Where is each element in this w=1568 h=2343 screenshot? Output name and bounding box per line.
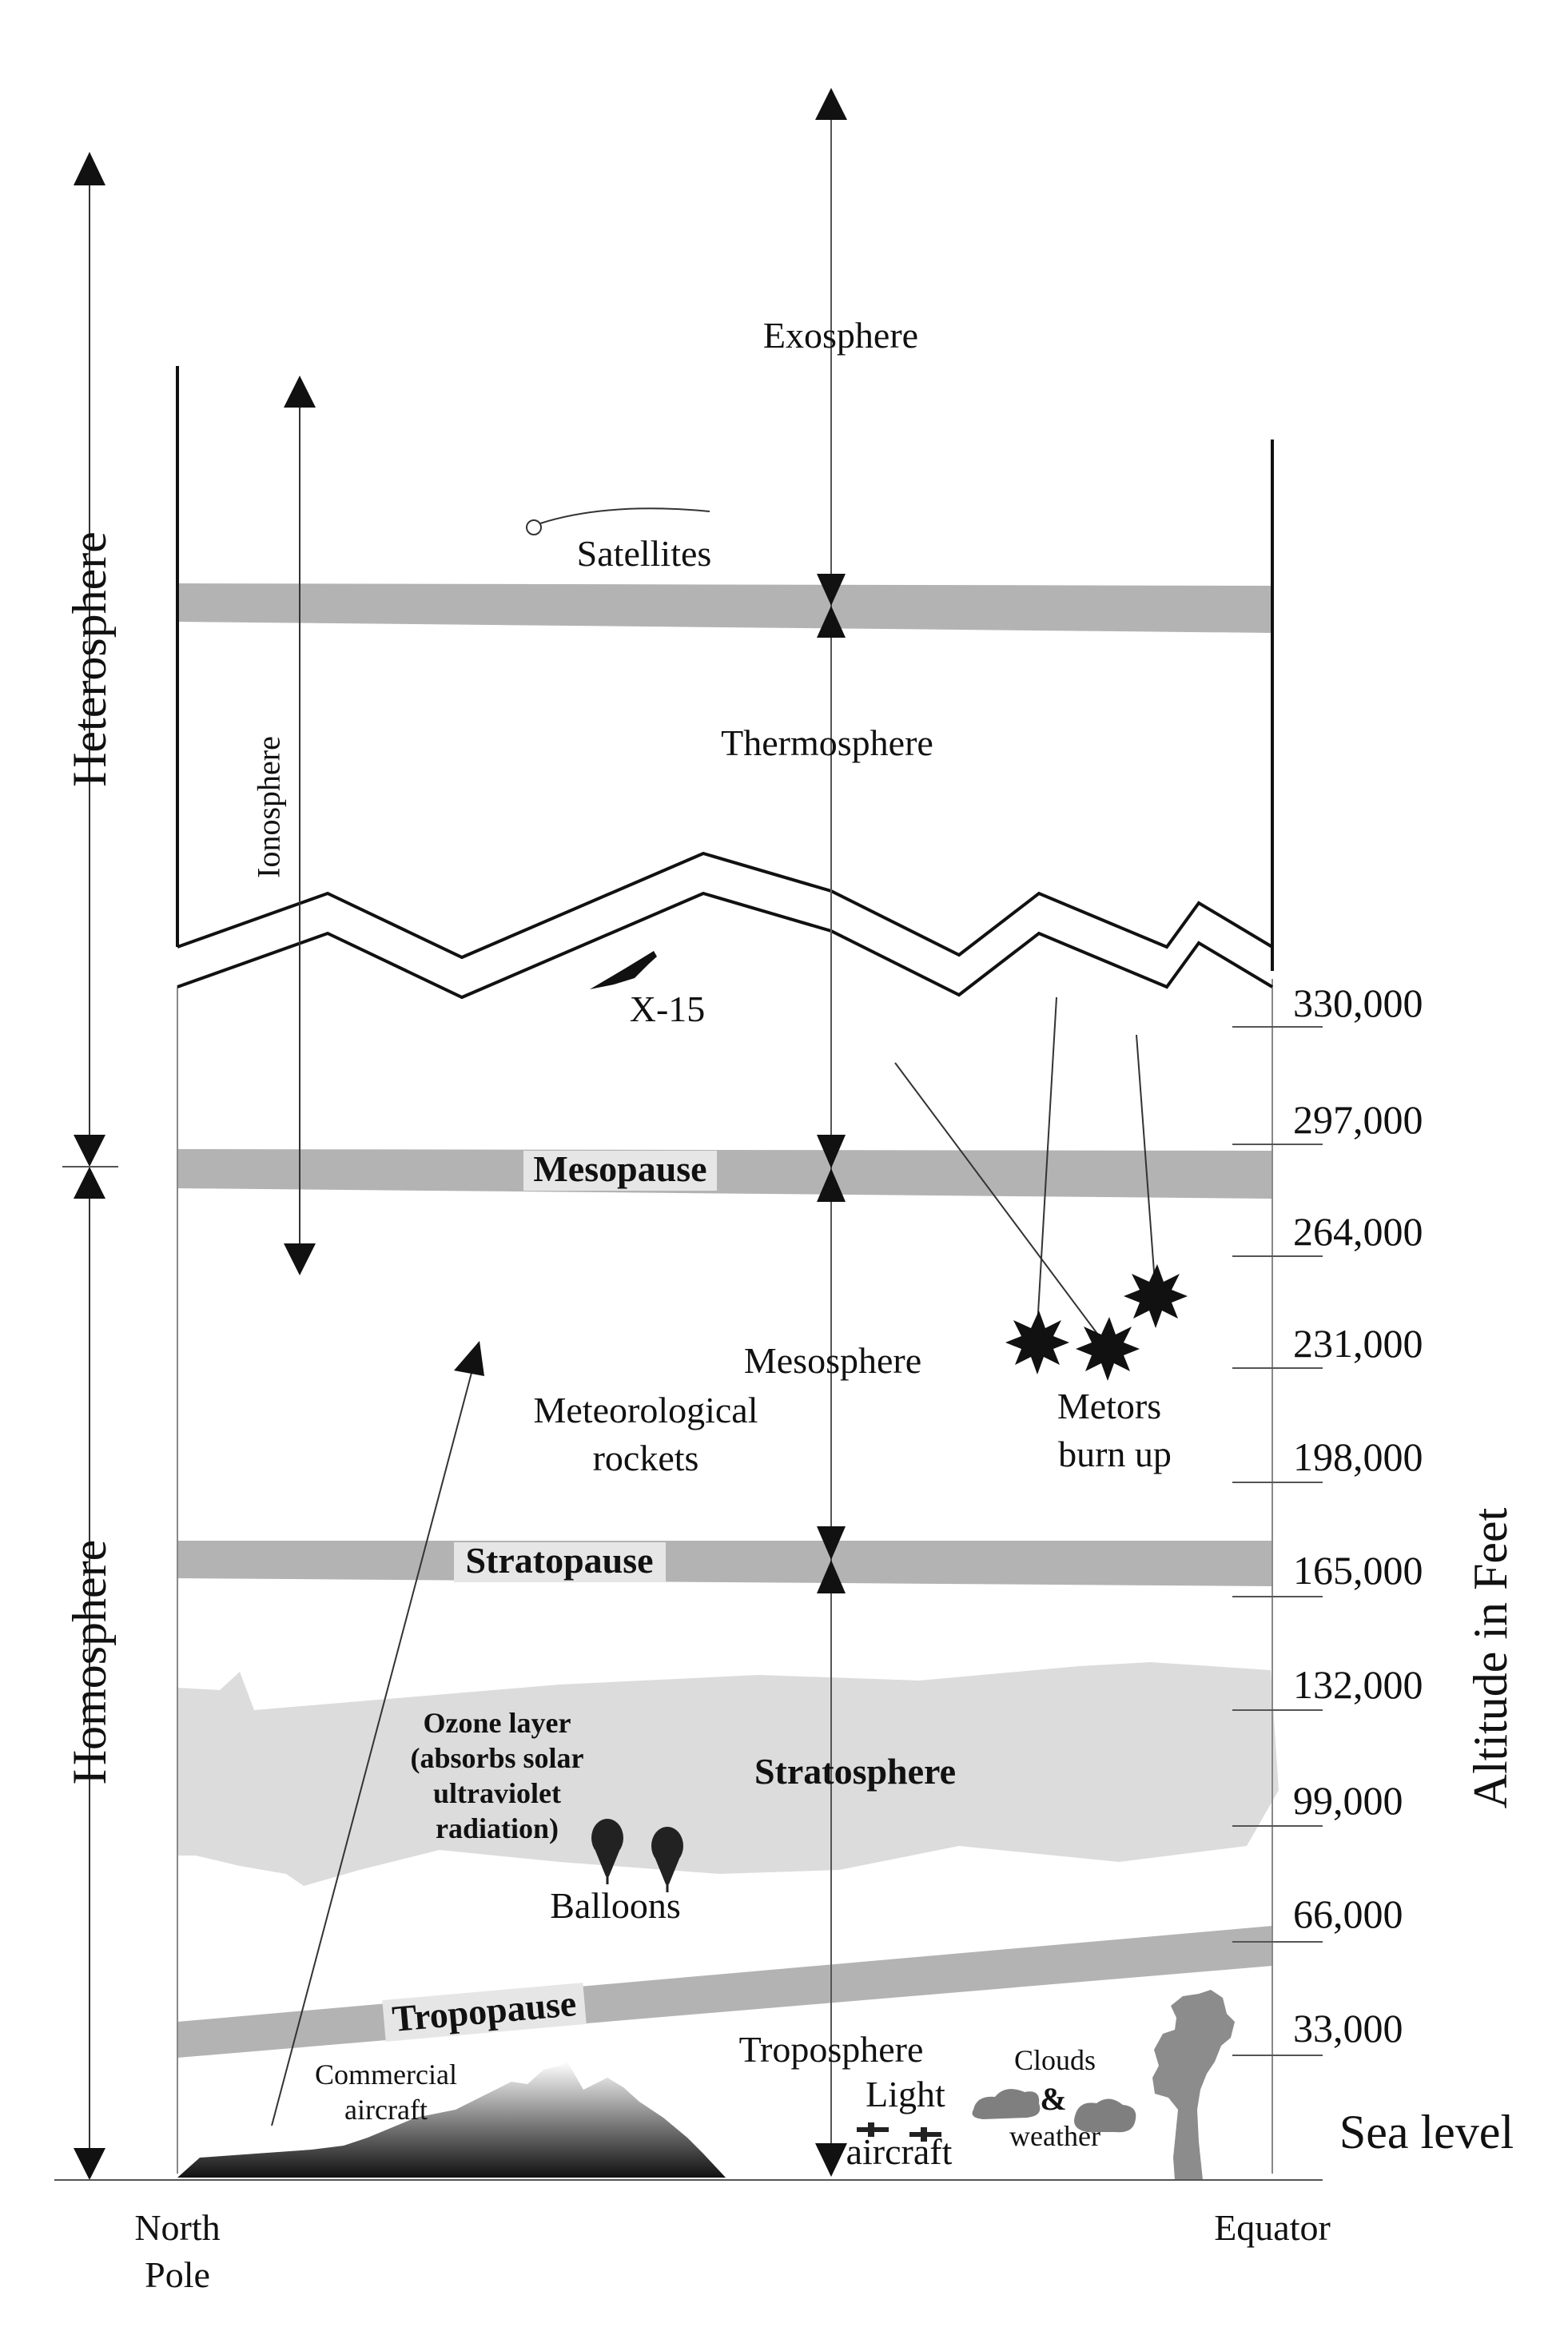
tropopause-label: Tropopause xyxy=(391,1983,578,2039)
stratopause-down-icon xyxy=(817,1526,846,1560)
heterosphere-arrow-down-icon xyxy=(74,1135,105,1167)
meteor-burst-icon-1 xyxy=(1005,1311,1069,1374)
meteor-burst-icon-3 xyxy=(1124,1264,1188,1328)
thermosphere-label: Thermosphere xyxy=(721,722,933,763)
ionosphere-arrow-down-icon xyxy=(284,1243,316,1275)
altitude-tick-label: 198,000 xyxy=(1293,1434,1423,1479)
light-aircraft-label-line2: aircraft xyxy=(846,2131,953,2172)
mesopause-label-bg xyxy=(523,1151,717,1191)
homosphere-label: Homosphere xyxy=(63,1540,116,1785)
meteorological-rockets-label-line1: Meteorological xyxy=(533,1390,758,1430)
sea-level-label: Sea level xyxy=(1339,2106,1514,2158)
light-aircraft-label-line1: Light xyxy=(866,2074,945,2114)
altitude-tick-lines xyxy=(1232,1026,1323,2056)
rocket-trajectory-line xyxy=(271,1372,472,2126)
altitude-tick-label: 66,000 xyxy=(1293,1892,1403,1936)
commercial-aircraft-label-line1: Commercial xyxy=(315,2059,457,2090)
north-pole-label-line2: Pole xyxy=(145,2254,210,2295)
homosphere-arrow-down-icon xyxy=(74,2148,105,2180)
balloon-icon-1 xyxy=(591,1819,623,1884)
meteors-label-line2: burn up xyxy=(1058,1434,1172,1474)
altitude-axis-title: Altitude in Feet xyxy=(1464,1507,1517,1808)
heterosphere-label: Heterosphere xyxy=(63,531,116,787)
zigzag-break-lower xyxy=(177,891,1274,1000)
meteorological-rockets-label-line2: rockets xyxy=(593,1438,699,1478)
x15-plane-icon xyxy=(590,951,657,989)
altitude-tick-label: 297,000 xyxy=(1293,1097,1423,1142)
stratopause-label: Stratopause xyxy=(465,1540,653,1581)
stratopause-up-icon xyxy=(817,1560,846,1593)
ozone-label-line2: (absorbs solar xyxy=(410,1742,583,1774)
tree-icon xyxy=(1152,1990,1235,2180)
tropopause-band xyxy=(177,1926,1272,2058)
mountain-shape xyxy=(177,2062,726,2178)
stratopause-label-bg xyxy=(454,1542,666,1582)
ozone-label-line4: radiation) xyxy=(436,1812,559,1844)
satellite-icon xyxy=(526,519,542,535)
troposphere-down-icon xyxy=(815,2143,847,2177)
commercial-aircraft-label-line2: aircraft xyxy=(344,2094,428,2126)
mesosphere-label: Mesosphere xyxy=(744,1340,921,1381)
light-aircraft-icon-2 xyxy=(909,2127,941,2142)
balloon-icon-2 xyxy=(651,1827,683,1892)
satellites-label: Satellites xyxy=(577,533,712,574)
x15-label: X-15 xyxy=(630,989,706,1029)
heterosphere-arrow-up-icon xyxy=(74,152,105,185)
mesopause-up-icon xyxy=(817,1168,846,1202)
ionosphere-label: Ionosphere xyxy=(251,736,287,878)
altitude-tick-label: 264,000 xyxy=(1293,1209,1423,1254)
meteors-label-line1: Metors xyxy=(1057,1386,1161,1426)
ozone-label-line3: ultraviolet xyxy=(433,1777,561,1809)
tropopause-label-bg xyxy=(382,1983,587,2042)
troposphere-label: Troposphere xyxy=(739,2029,924,2070)
altitude-tick-label: 165,000 xyxy=(1293,1548,1423,1593)
ionosphere-arrow-up-icon xyxy=(284,376,316,408)
rocket-arrow-icon xyxy=(454,1341,484,1376)
mesopause-band xyxy=(177,1149,1272,1199)
thermosphere-exosphere-band xyxy=(177,583,1272,633)
cloud-icon-2 xyxy=(1074,2098,1136,2133)
exosphere-arrow-up-icon xyxy=(815,88,847,120)
light-aircraft-icon-1 xyxy=(857,2122,889,2137)
clouds-label-line1: Clouds xyxy=(1014,2044,1096,2076)
satellite-orbit-line xyxy=(539,507,710,524)
meteor-path-2 xyxy=(1037,996,1057,1327)
mesopause-down-icon xyxy=(817,1135,846,1168)
cloud-icon-1 xyxy=(972,2089,1041,2119)
balloons-label: Balloons xyxy=(550,1885,681,1926)
ozone-label-line1: Ozone layer xyxy=(424,1707,571,1739)
meteor-path-3 xyxy=(1136,1034,1156,1283)
exosphere-label: Exosphere xyxy=(763,315,918,356)
clouds-label-line3: weather xyxy=(1009,2120,1100,2152)
homosphere-arrow-up-icon xyxy=(74,1167,105,1199)
ozone-layer-shape xyxy=(177,1662,1279,1886)
altitude-tick-label: 330,000 xyxy=(1293,981,1423,1025)
meteor-path-1 xyxy=(894,1062,1108,1347)
meteor-burst-icon-2 xyxy=(1076,1317,1140,1381)
clouds-label-line2: & xyxy=(1040,2081,1066,2117)
thermo-boundary-down-icon xyxy=(817,574,846,606)
stratosphere-label: Stratosphere xyxy=(754,1751,956,1792)
mesopause-label: Mesopause xyxy=(533,1148,706,1189)
altitude-tick-label: 99,000 xyxy=(1293,1778,1403,1823)
north-pole-label-line1: North xyxy=(134,2207,220,2248)
thermo-boundary-up-icon xyxy=(817,606,846,638)
altitude-tick-label: 132,000 xyxy=(1293,1662,1423,1707)
zigzag-break-upper xyxy=(177,851,1274,960)
altitude-tick-label: 231,000 xyxy=(1293,1321,1423,1366)
equator-label: Equator xyxy=(1214,2207,1331,2248)
altitude-tick-label: 33,000 xyxy=(1293,2006,1403,2051)
stratopause-band xyxy=(177,1541,1272,1586)
